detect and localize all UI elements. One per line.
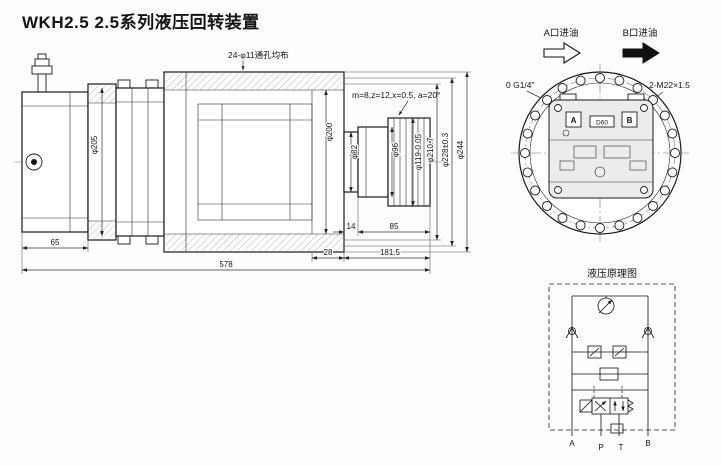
dim-label-65: 65 [51, 238, 60, 247]
relief-valve-a [587, 345, 602, 359]
bolt-head [145, 235, 159, 245]
dim-label-d200: φ200 [325, 122, 334, 141]
spline-gear [387, 117, 431, 207]
output-shaft [357, 126, 389, 198]
flow-arrow-a-icon [543, 42, 582, 64]
grease-fitting-icon [31, 53, 53, 93]
main-housing [163, 71, 345, 253]
dim-label-578: 578 [219, 260, 233, 269]
dim-label-d205: φ205 [90, 135, 99, 154]
schematic-boundary [548, 283, 676, 431]
check-valve-a [565, 327, 579, 339]
gear-spec-callout: m=8,z=12,x=0.5, a=20° [352, 90, 440, 100]
bore-label: D60 [596, 120, 608, 127]
solenoid-symbol [579, 399, 593, 413]
dim-label-d228: φ228±0.3 [441, 132, 450, 167]
directional-valve [579, 397, 634, 415]
dim-label-d119: φ119-0.05 [414, 133, 423, 170]
dim-label-d82: φ82 [350, 144, 359, 159]
dim-label-d210: φ210.7 [426, 137, 435, 163]
page-title: WKH2.5 2.5系列液压回转装置 [22, 12, 260, 32]
schematic-title: 液压原理图 [587, 267, 637, 280]
schematic-port-t: T [619, 443, 624, 452]
relief-valve-b [612, 345, 627, 359]
bolt-head [145, 79, 159, 89]
port-b-boss [621, 111, 638, 128]
length-dimensions: 14 85 65 28 181.5 578 [21, 197, 431, 274]
port-a-boss [565, 111, 582, 128]
dim-label-28: 28 [324, 248, 333, 257]
hydraulic-schematic: 液压原理图 [548, 267, 676, 452]
port-a-callout: A口进油 [544, 27, 579, 39]
dim-label-181: 181.5 [380, 248, 401, 257]
port-b-callout: B口进油 [623, 27, 658, 39]
dim-label-d96: φ96 [391, 142, 400, 157]
diameter-dimensions: φ205 φ200 φ82 φ96 φ119-0.05 φ210.7 φ228±… [89, 71, 471, 253]
spring-symbol [627, 399, 634, 413]
plug-symbol [610, 423, 624, 434]
shuttle-valve [599, 367, 619, 381]
schematic-port-p: P [598, 443, 603, 452]
port-b-label: B [627, 116, 633, 125]
port-a-label: A [571, 116, 577, 125]
bolt-head [117, 235, 131, 245]
side-view: φ205 φ200 φ82 φ96 φ119-0.05 φ210.7 φ228±… [14, 50, 471, 274]
dim-label-d244: φ244 [456, 140, 465, 159]
bearing-section [115, 87, 165, 237]
drain-port-center [31, 159, 37, 165]
schematic-port-b: B [645, 439, 650, 448]
thread-spec-g14: 0 G1/4" [506, 80, 535, 90]
bolt-holes [520, 73, 680, 233]
dim-label-14: 14 [347, 222, 356, 231]
thread-spec-m22: 2-M22×1.5 [649, 80, 690, 90]
holes-callout: 24-φ11通孔均布 [228, 50, 289, 60]
flow-arrow-b-icon [622, 42, 660, 64]
bolt-head [117, 79, 131, 89]
bore-boss [589, 115, 615, 128]
valve-block: A B D60 [548, 93, 654, 199]
end-view: A口进油 B口进油 0 G1/4" 2-M22×1.5 [506, 27, 690, 242]
callouts: 24-φ11通孔均布 m=8,z=12,x=0.5, a=20° [228, 50, 440, 116]
left-housing [21, 91, 89, 233]
schematic-port-a: A [569, 439, 575, 448]
hydraulic-circuit [565, 295, 655, 436]
dim-label-85: 85 [390, 222, 399, 231]
g14-port-icon [562, 129, 570, 137]
check-valve-b [641, 327, 655, 339]
